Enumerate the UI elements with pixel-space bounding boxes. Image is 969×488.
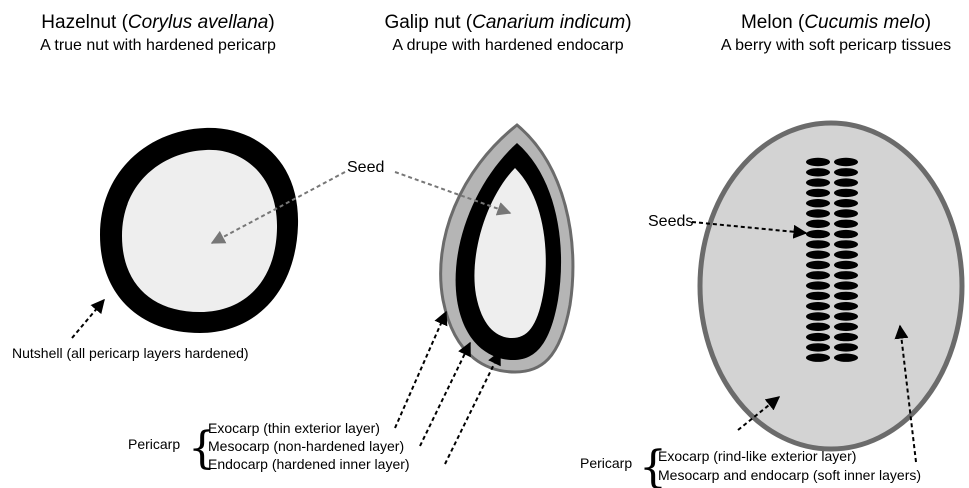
melon-seed: [806, 354, 830, 362]
melon-seed: [834, 312, 858, 320]
melon-seed: [806, 220, 830, 228]
galip-title: Galip nut (Canarium indicum): [384, 12, 631, 33]
melon-seed: [834, 292, 858, 300]
melon-seed: [806, 333, 830, 341]
melon-seed: [806, 158, 830, 166]
galip-layer-mesocarp: Mesocarp (non-hardened layer): [208, 438, 404, 454]
melon-seed: [834, 281, 858, 289]
melon-subtitle: A berry with soft pericarp tissues: [721, 37, 951, 54]
galip-pericarp-label: Pericarp: [128, 436, 180, 452]
melon-seeds-label: Seeds: [648, 213, 693, 230]
melon-seed: [834, 302, 858, 310]
galip-endocarp-arrow: [445, 352, 500, 464]
galip-exocarp-arrow: [395, 312, 446, 428]
melon-seed: [806, 281, 830, 289]
galip-subtitle: A drupe with hardened endocarp: [392, 37, 623, 54]
melon-seed: [806, 178, 830, 186]
melon-seed: [806, 323, 830, 331]
melon-seed: [834, 168, 858, 176]
melon-seed: [806, 199, 830, 207]
melon-seed: [834, 240, 858, 248]
hazelnut-shell-arrow: [72, 300, 104, 338]
galip-base-dot: [506, 346, 518, 358]
melon-seed: [834, 343, 858, 351]
melon-seed: [834, 261, 858, 269]
melon-seed: [806, 168, 830, 176]
melon-seed: [806, 230, 830, 238]
galip-layer-endocarp: Endocarp (hardened inner layer): [208, 456, 410, 472]
melon-seed: [806, 343, 830, 351]
melon-seed: [806, 261, 830, 269]
melon-layer-exocarp: Exocarp (rind-like exterior layer): [658, 448, 856, 464]
melon-seed: [834, 158, 858, 166]
melon-layer-mesocarp: Mesocarp and endocarp (soft inner layers…: [658, 467, 921, 483]
melon-seed: [806, 189, 830, 197]
melon-seed: [834, 271, 858, 279]
hazelnut-shell-label: Nutshell (all pericarp layers hardened): [12, 345, 249, 361]
melon-seed: [806, 271, 830, 279]
melon-seed: [806, 251, 830, 259]
melon-seed: [834, 354, 858, 362]
melon-seed: [806, 240, 830, 248]
melon-seed: [834, 333, 858, 341]
seed-label: Seed: [347, 159, 384, 176]
melon-seed: [806, 209, 830, 217]
melon-seed: [834, 251, 858, 259]
melon-seed: [806, 292, 830, 300]
melon-seed: [834, 220, 858, 228]
melon-seed: [834, 199, 858, 207]
melon-seed: [806, 312, 830, 320]
melon-body: [700, 123, 962, 449]
melon-title: Melon (Cucumis melo): [741, 12, 931, 33]
melon-seed: [834, 209, 858, 217]
melon-seed: [834, 189, 858, 197]
melon-seed: [834, 323, 858, 331]
melon-seed: [834, 178, 858, 186]
hazelnut-subtitle: A true nut with hardened pericarp: [40, 37, 276, 54]
galip-layer-exocarp: Exocarp (thin exterior layer): [208, 420, 380, 436]
melon-seed: [806, 302, 830, 310]
melon-seed: [834, 230, 858, 238]
hazelnut-title: Hazelnut (Corylus avellana): [41, 12, 274, 33]
melon-pericarp-label: Pericarp: [580, 455, 632, 471]
